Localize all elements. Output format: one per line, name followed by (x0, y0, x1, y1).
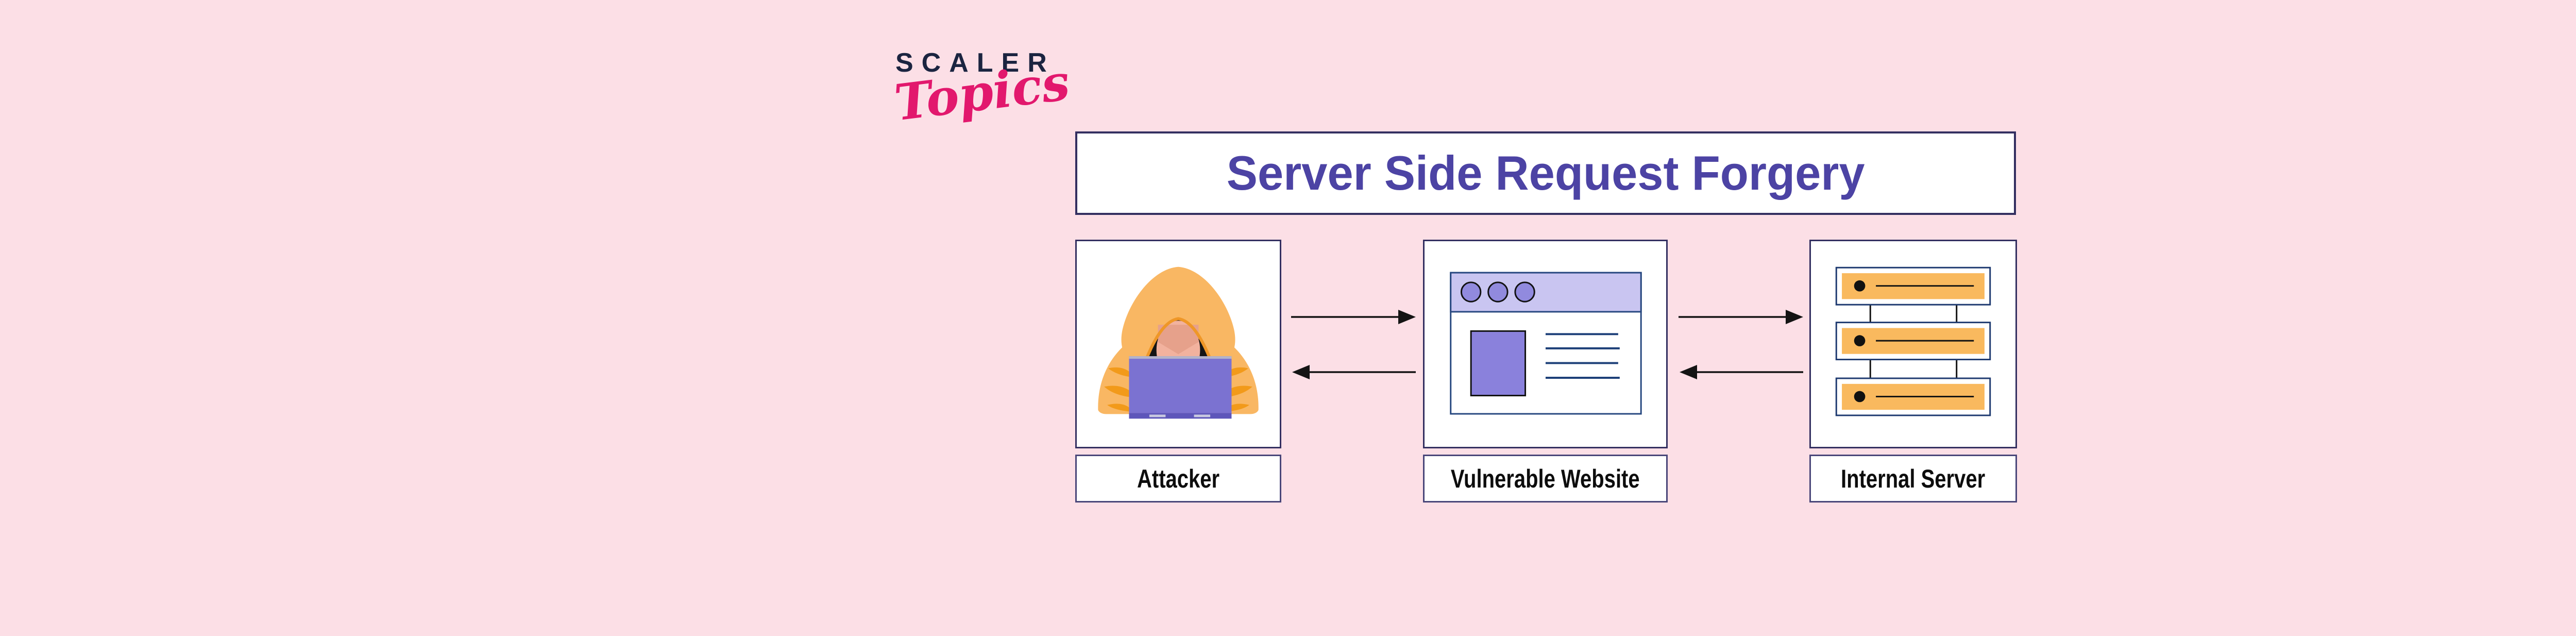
logo-sub-text: Topics (891, 53, 1073, 132)
vulnerable-website-node-box (1423, 240, 1668, 448)
attacker-label-box: Attacker (1075, 455, 1281, 503)
server-rack-icon (1835, 266, 1991, 416)
diagram-title-box: Server Side Request Forgery (1075, 131, 2016, 215)
attacker-node-box (1075, 240, 1281, 448)
vulnerable-website-label-box: Vulnerable Website (1423, 455, 1668, 503)
logo-brand-text: SCALER (895, 48, 1055, 78)
internal-server-node-box (1809, 240, 2017, 448)
browser-window-icon (1450, 272, 1642, 415)
arrow-right-icon (1291, 310, 1416, 324)
arrow-right-icon (1679, 310, 1803, 324)
hacker-icon (1098, 266, 1259, 419)
scaler-topics-logo: SCALER Topics (891, 47, 1073, 132)
internal-server-label-box: Internal Server (1809, 455, 2017, 503)
arrow-left-icon (1680, 365, 1803, 379)
diagram-title: Server Side Request Forgery (1226, 146, 1865, 200)
attacker-label: Attacker (1137, 464, 1220, 493)
internal-server-label: Internal Server (1841, 464, 1986, 493)
arrows-website-server (1679, 310, 1803, 379)
arrow-left-icon (1292, 365, 1416, 379)
vulnerable-website-label: Vulnerable Website (1451, 464, 1640, 493)
arrows-attacker-website (1291, 310, 1416, 379)
